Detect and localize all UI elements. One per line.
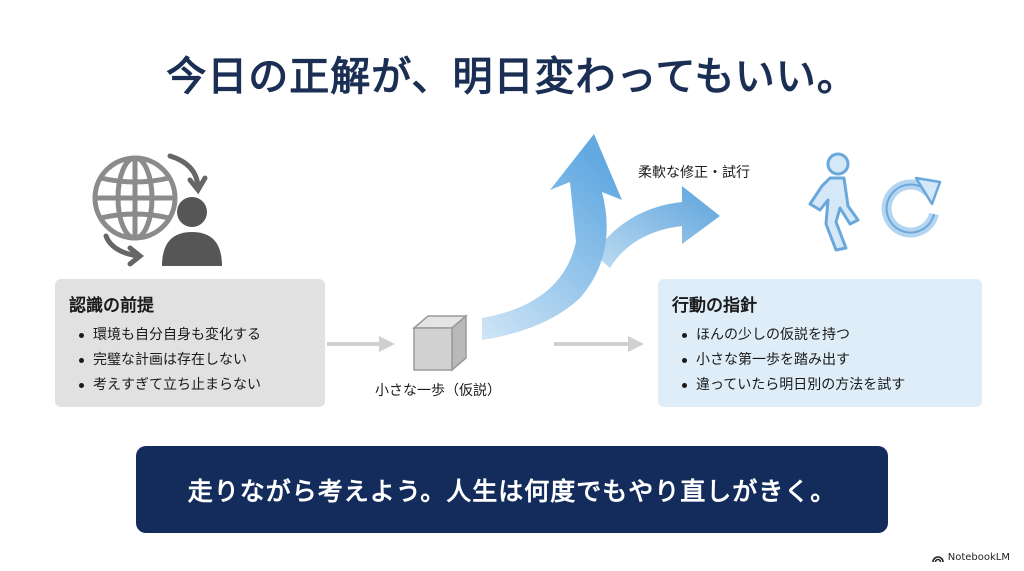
list-item: 違っていたら明日別の方法を試す	[682, 373, 968, 398]
branch-right-arrow	[594, 186, 720, 268]
guideline-box: 行動の指針 ほんの少しの仮説を持つ 小さな第一歩を踏み出す 違っていたら明日別の…	[658, 279, 982, 407]
conclusion-banner: 走りながら考えよう。人生は何度でもやり直しがきく。	[136, 446, 888, 533]
notebooklm-logo-icon	[931, 555, 944, 562]
arrow-to-step	[327, 336, 395, 352]
arrow-to-guideline	[554, 336, 644, 352]
list-item: 考えすぎて立ち止まらない	[79, 373, 311, 398]
guideline-list: ほんの少しの仮説を持つ 小さな第一歩を踏み出す 違っていたら明日別の方法を試す	[672, 323, 968, 398]
walking-person-icon	[808, 152, 860, 252]
person-icon	[162, 197, 222, 266]
branch-label: 柔軟な修正・試行	[638, 165, 750, 181]
refresh-icon	[881, 176, 942, 238]
branch-up-arrow	[482, 134, 622, 340]
list-item: 完璧な計画は存在しない	[79, 348, 311, 373]
guideline-heading: 行動の指針	[672, 296, 757, 316]
cycle-arrows-icon	[103, 153, 208, 267]
premise-list: 環境も自分自身も変化する 完璧な計画は存在しない 考えすぎて立ち止まらない	[69, 323, 311, 398]
list-item: 小さな第一歩を踏み出す	[682, 348, 968, 373]
cube-icon	[411, 314, 469, 372]
globe-person-icon	[92, 153, 222, 267]
brand-mark: NotebookLM	[931, 552, 1010, 563]
branch-arrows	[482, 134, 720, 340]
list-item: 環境も自分自身も変化する	[79, 323, 311, 348]
page-title: 今日の正解が、明日変わってもいい。	[166, 54, 858, 100]
banner-text: 走りながら考えよう。人生は何度でもやり直しがきく。	[187, 476, 837, 506]
globe-icon	[92, 155, 178, 241]
premise-box: 認識の前提 環境も自分自身も変化する 完璧な計画は存在しない 考えすぎて立ち止ま…	[55, 279, 325, 407]
list-item: ほんの少しの仮説を持つ	[682, 323, 968, 348]
brand-label: NotebookLM	[947, 552, 1010, 563]
premise-heading: 認識の前提	[69, 296, 154, 316]
step-label: 小さな一歩（仮説）	[375, 383, 501, 399]
